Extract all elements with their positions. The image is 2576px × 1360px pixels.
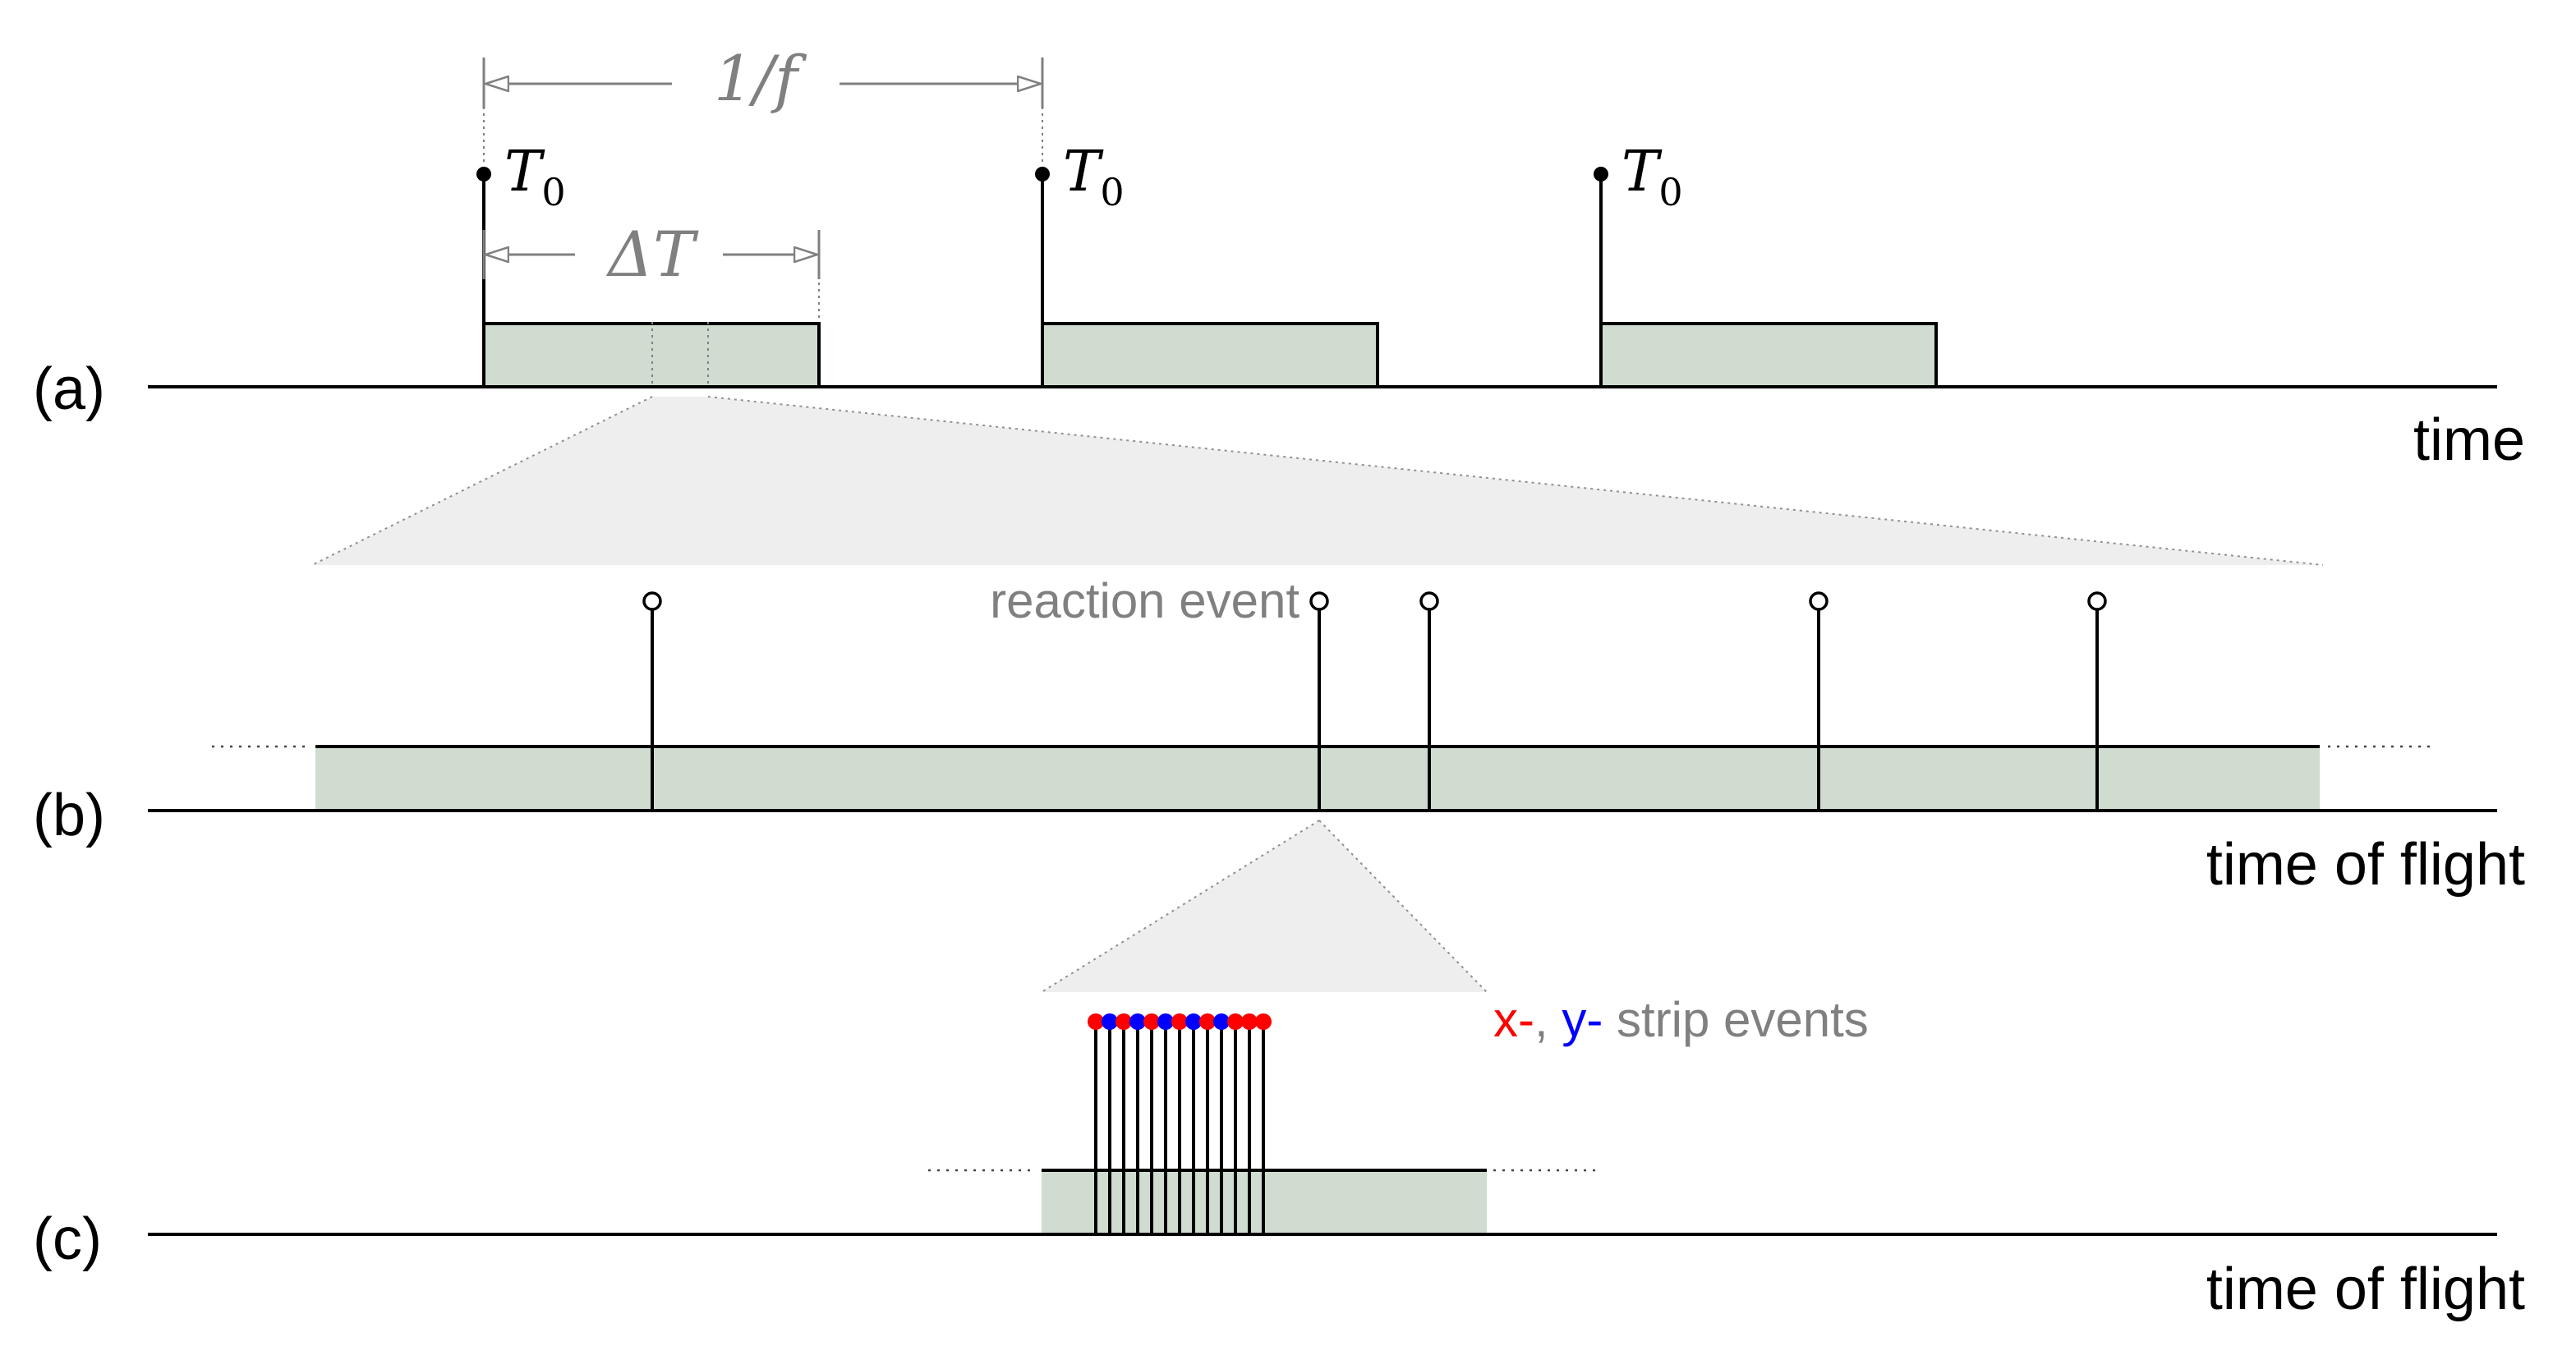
t0-label: T0	[1063, 140, 1125, 214]
x-strip-event	[1227, 1013, 1244, 1234]
x-strip-label: x-	[1493, 992, 1534, 1047]
reaction-event	[1809, 591, 1828, 811]
t0-pulse	[476, 74, 491, 324]
window-dimension	[482, 230, 821, 279]
x-strip-event	[1199, 1013, 1216, 1234]
panel-a-label: (a)	[33, 356, 105, 422]
y-strip-label: y-	[1562, 992, 1603, 1047]
x-strip-event	[1116, 1013, 1132, 1234]
reaction-event	[1309, 591, 1329, 811]
strip-events-label: x-, y- strip events	[1493, 992, 1869, 1047]
acquisition-window	[1041, 322, 1379, 388]
zoom-wedge	[312, 397, 2323, 565]
time-axis-label: time	[2413, 407, 2525, 473]
reaction-event	[1419, 591, 1439, 811]
y-strip-event	[1157, 1013, 1174, 1234]
panel-a: (a) time T0 T0 T0	[33, 42, 2525, 473]
reaction-event	[2087, 591, 2107, 811]
y-strip-event	[1185, 1013, 1202, 1234]
y-strip-event	[1213, 1013, 1230, 1234]
x-strip-event	[1088, 1013, 1104, 1234]
t0-label: T0	[504, 140, 566, 214]
y-strip-event	[1102, 1013, 1118, 1234]
t0-pulse	[1035, 74, 1050, 324]
window-label: ΔT	[605, 218, 699, 291]
period-label: 1/f	[714, 42, 807, 115]
panel-c: (c) time of flight x-, y- strip events	[33, 992, 2525, 1322]
x-strip-event	[1143, 1013, 1160, 1234]
zoom-wedge	[1042, 820, 1487, 992]
period-dimension	[482, 57, 1044, 108]
y-strip-event	[1129, 1013, 1146, 1234]
panel-b-label: (b)	[33, 783, 105, 848]
x-strip-event	[1241, 1013, 1258, 1234]
reaction-event	[642, 591, 662, 811]
x-strip-event	[1171, 1013, 1188, 1234]
tof-axis-label: time of flight	[2206, 832, 2525, 898]
reaction-event-label: reaction event	[990, 573, 1300, 628]
panel-c-label: (c)	[33, 1206, 102, 1272]
t0-label: T0	[1622, 140, 1683, 214]
t0-pulse	[1594, 167, 1608, 324]
acquisition-window	[1599, 322, 1938, 388]
tof-axis-label: time of flight	[2206, 1257, 2525, 1322]
x-strip-event	[1255, 1013, 1272, 1234]
panel-b: (b) time of flight reaction event	[33, 573, 2525, 898]
strip-events	[1088, 1013, 1272, 1234]
